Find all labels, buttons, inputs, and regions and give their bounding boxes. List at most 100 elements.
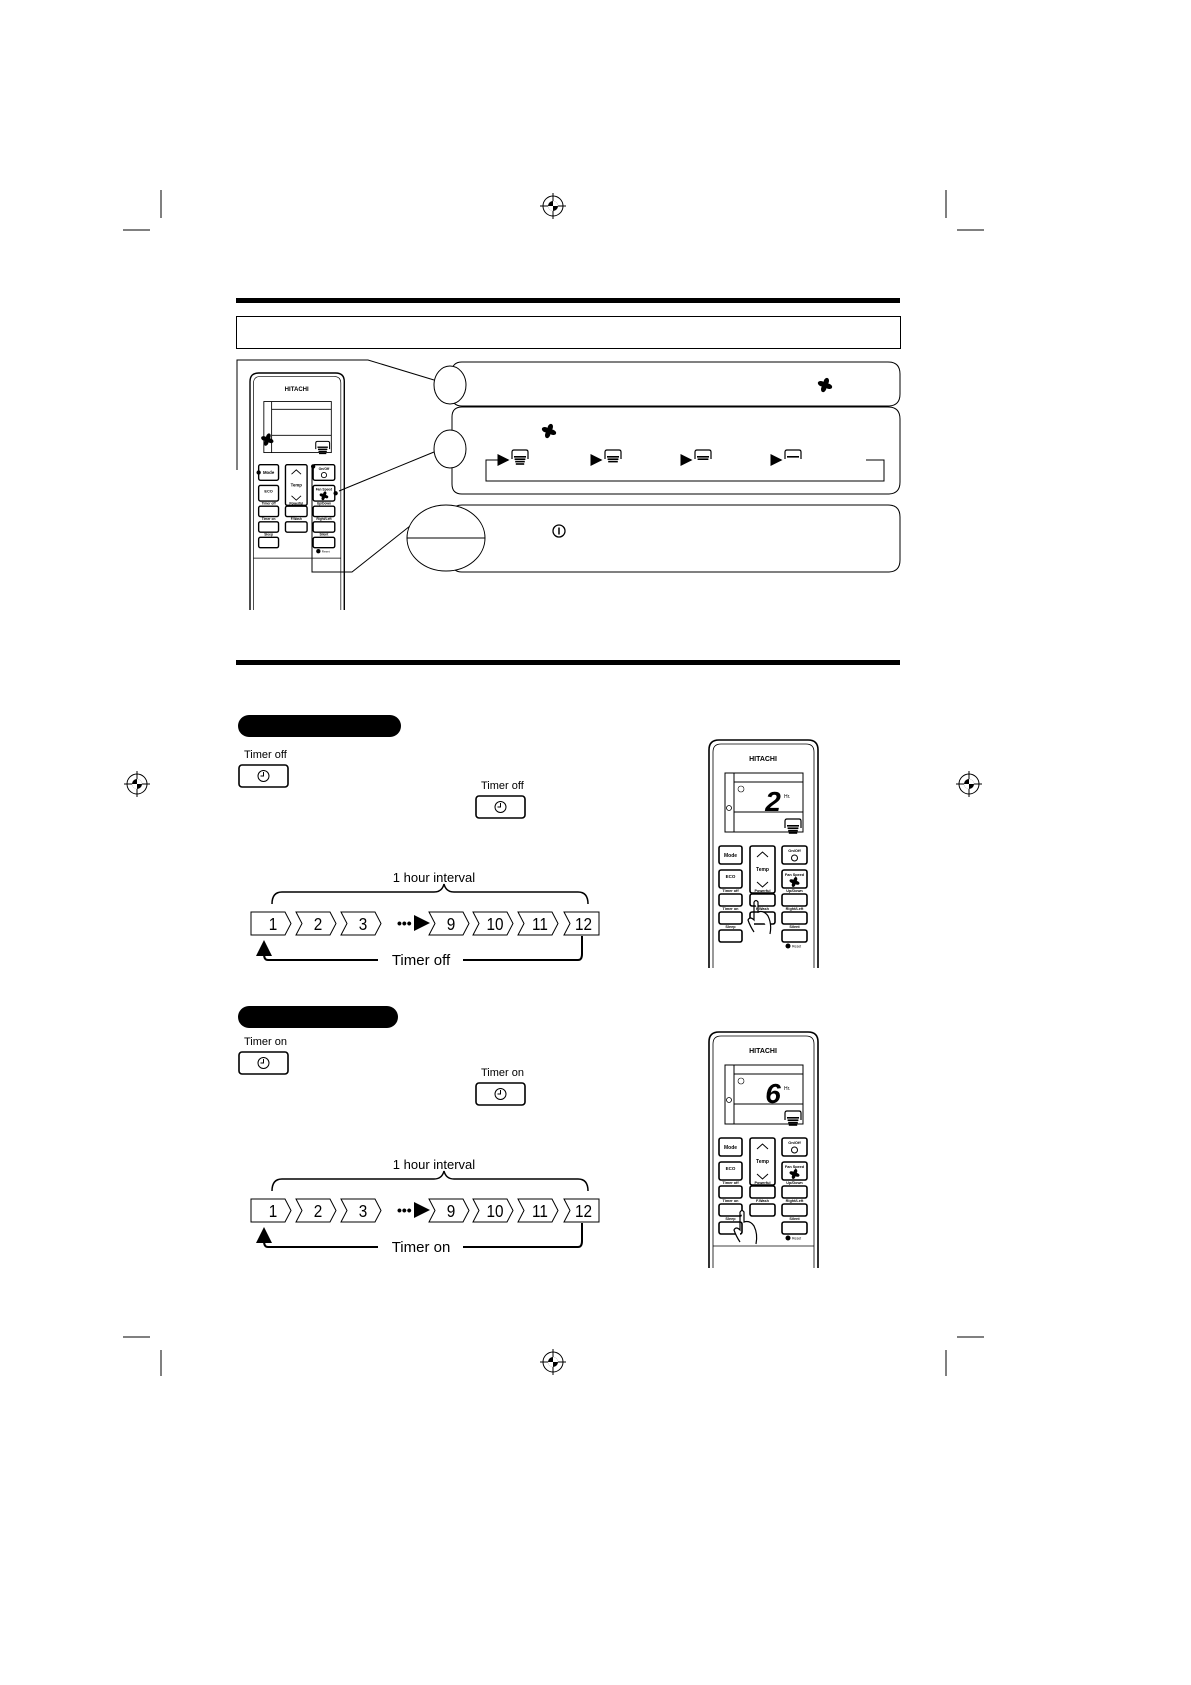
callout-box-fan-speed — [451, 406, 901, 495]
up-down-button[interactable] — [781, 1185, 808, 1199]
fan-blade — [319, 493, 325, 497]
f-wash-button-caption: F.Wash — [756, 907, 770, 911]
step-value: 11 — [532, 914, 548, 934]
timer-step: 2 — [295, 1198, 337, 1223]
fan-speed-label: Fan Speed — [785, 1165, 805, 1169]
callout-dot — [333, 491, 338, 496]
step-value: 2 — [314, 1201, 323, 1221]
timer-step: 10 — [472, 911, 514, 936]
timer-indicator-icon — [737, 785, 745, 793]
up-down-button-caption: Up/Down — [786, 889, 803, 893]
timer-hours-value: 2 — [764, 786, 781, 817]
timer-off-button[interactable] — [257, 505, 280, 518]
sleep-button-caption: Sleep — [264, 533, 273, 537]
eco-button[interactable] — [718, 869, 743, 889]
loop-line — [485, 459, 885, 482]
temp-arrows-icon — [291, 469, 302, 501]
sleep-button[interactable] — [718, 929, 743, 943]
timer-on-button[interactable] — [257, 521, 280, 533]
step-value: 1 — [269, 914, 278, 934]
silent-button[interactable] — [781, 929, 808, 943]
f-wash-button[interactable] — [284, 521, 308, 533]
pointing-hand-icon — [747, 899, 772, 935]
airflow-icon — [784, 1110, 802, 1126]
brand-logo: HITACHI — [749, 756, 777, 763]
pointing-hand-icon — [733, 1209, 758, 1245]
power-icon — [791, 854, 798, 862]
temp-button[interactable] — [284, 463, 308, 507]
timer-off-heading-pill — [238, 715, 401, 737]
eco-label: ECO — [726, 1166, 736, 1171]
powerful-button-caption: Powerful — [754, 1181, 770, 1185]
eco-button[interactable] — [257, 484, 280, 502]
timer-off-button[interactable] — [718, 1185, 743, 1199]
fan-blade — [789, 879, 795, 884]
step-value: 10 — [486, 914, 503, 934]
power-icon — [791, 1146, 798, 1154]
interval-brace — [271, 883, 589, 905]
eco-label: ECO — [726, 874, 736, 879]
fan-blade — [541, 427, 550, 433]
timer-button[interactable]: Timer off — [238, 749, 289, 788]
loop-label: Timer on — [392, 1239, 451, 1256]
silent-button[interactable] — [312, 536, 336, 549]
fan-blade — [789, 1171, 795, 1176]
fan-low-icon — [694, 449, 712, 460]
fan-speed-label: Fan Speed — [785, 873, 805, 877]
powerful-button[interactable] — [749, 1185, 776, 1199]
timer-on-button[interactable] — [718, 911, 743, 925]
loop-label: Timer off — [392, 952, 451, 969]
timer-button-inline[interactable]: Timer off — [475, 780, 526, 819]
up-down-button[interactable] — [781, 893, 808, 907]
sun-icon — [726, 805, 732, 811]
temp-label: Temp — [291, 482, 303, 487]
f-wash-button[interactable] — [749, 1203, 776, 1217]
timer-off-button[interactable] — [718, 893, 743, 907]
silent-button[interactable] — [781, 1221, 808, 1235]
right-left-button[interactable] — [781, 911, 808, 925]
timer-button-inline[interactable]: Timer on — [475, 1067, 526, 1106]
step-value: 9 — [447, 914, 456, 934]
eco-button[interactable] — [718, 1161, 743, 1181]
timer-step: 9 — [428, 911, 470, 936]
sleep-button-caption: Sleep — [725, 1217, 736, 1221]
sleep-button[interactable] — [257, 536, 280, 549]
timer-button-inline-caption: Timer on — [481, 1067, 524, 1079]
powerful-button-caption: Powerful — [289, 501, 303, 505]
up-down-button[interactable] — [312, 505, 336, 518]
timer-button-caption: Timer off — [244, 749, 288, 761]
clock-icon — [494, 1088, 507, 1100]
clock-hands — [260, 772, 264, 777]
f-wash-button-caption: F.Wash — [756, 1199, 770, 1203]
registration-marks — [124, 193, 982, 1375]
mode-button[interactable] — [718, 845, 743, 865]
loop-arrow — [256, 1227, 378, 1248]
timer-button[interactable]: Timer on — [238, 1036, 289, 1075]
airflow-icon — [784, 818, 802, 834]
powerful-button[interactable] — [284, 505, 308, 518]
temp-button[interactable] — [749, 1137, 776, 1186]
callout-number-2 — [433, 429, 467, 469]
right-left-button[interactable] — [312, 521, 336, 533]
airflow-icon — [315, 440, 331, 455]
brand-logo: HITACHI — [749, 1048, 777, 1055]
temp-button[interactable] — [749, 845, 776, 894]
right-left-button[interactable] — [781, 1203, 808, 1217]
step-value: 2 — [314, 914, 323, 934]
timer-on-button[interactable] — [718, 1203, 743, 1217]
up-down-button-caption: Up/Down — [786, 1181, 803, 1185]
step-value: 9 — [447, 1201, 456, 1221]
callout-number-1 — [433, 365, 467, 405]
silent-button-caption: Silent — [789, 1217, 800, 1221]
timer-step: 2 — [295, 911, 337, 936]
mode-button[interactable] — [718, 1137, 743, 1157]
right-left-button-caption: Right/Left — [316, 517, 332, 521]
step-value: 1 — [269, 1201, 278, 1221]
clock-icon — [257, 1057, 270, 1069]
clock-hands — [497, 1090, 501, 1095]
temp-label: Temp — [756, 1159, 769, 1165]
